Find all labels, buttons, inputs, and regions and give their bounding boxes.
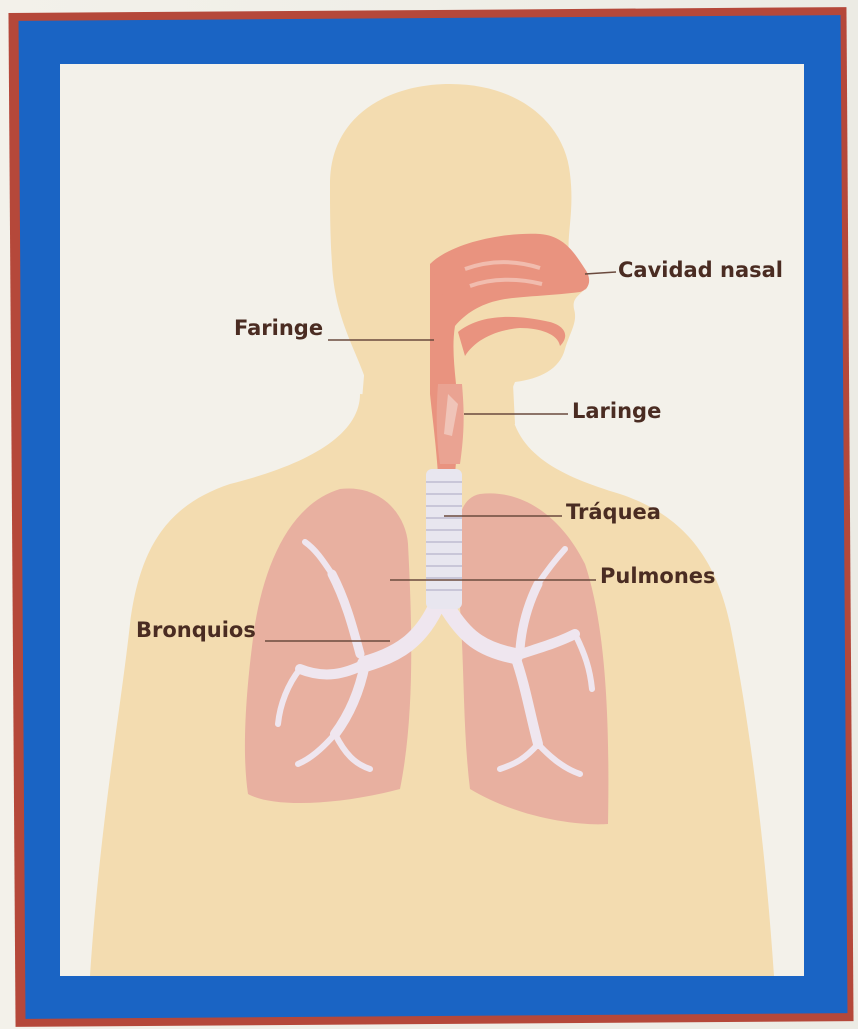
label-bronquios: Bronquios <box>136 618 256 642</box>
label-faringe: Faringe <box>234 316 323 340</box>
label-laringe: Laringe <box>572 399 661 423</box>
label-cavidad-nasal: Cavidad nasal <box>618 258 783 282</box>
label-pulmones: Pulmones <box>600 564 716 588</box>
respiratory-system-diagram: Cavidad nasal Faringe Laringe Tráquea Pu… <box>60 64 804 976</box>
label-traquea: Tráquea <box>566 500 661 524</box>
trachea <box>426 469 462 609</box>
leader-nasal <box>585 272 616 274</box>
diagram-canvas: Cavidad nasal Faringe Laringe Tráquea Pu… <box>60 64 804 976</box>
